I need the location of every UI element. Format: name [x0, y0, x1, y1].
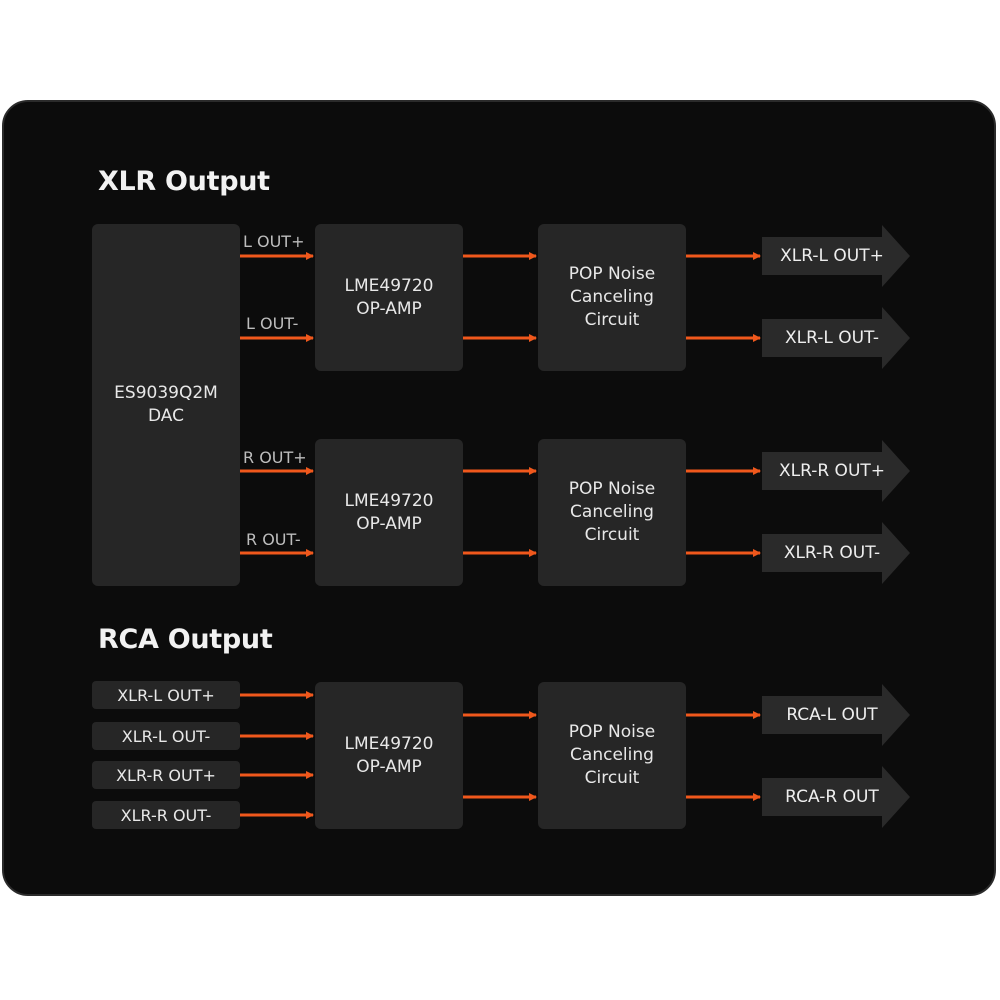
pop-block-rca: POP Noise Canceling Circuit [538, 682, 686, 829]
output-label: XLR-L OUT+ [780, 246, 884, 266]
rca-output-title: RCA Output [98, 624, 273, 655]
dac-block: ES9039Q2M DAC [92, 224, 240, 586]
output-label: RCA-L OUT [786, 705, 878, 725]
pop-block-right: POP Noise Canceling Circuit [538, 439, 686, 586]
output-label: XLR-R OUT+ [778, 461, 886, 481]
output-label: XLR-L OUT- [784, 328, 880, 348]
signal-label: R OUT+ [243, 448, 307, 467]
rca-input: XLR-L OUT+ [92, 681, 240, 709]
opamp-block-left: LME49720 OP-AMP [315, 224, 463, 371]
rca-input: XLR-L OUT- [92, 722, 240, 750]
output-label: XLR-R OUT- [783, 543, 881, 563]
signal-label: R OUT- [246, 530, 301, 549]
output-label: RCA-R OUT [785, 787, 879, 807]
signal-label: L OUT+ [243, 232, 305, 251]
opamp-block-rca: LME49720 OP-AMP [315, 682, 463, 829]
opamp-block-right: LME49720 OP-AMP [315, 439, 463, 586]
rca-input: XLR-R OUT- [92, 801, 240, 829]
signal-label: L OUT- [246, 314, 299, 333]
rca-input: XLR-R OUT+ [92, 761, 240, 789]
pop-block-left: POP Noise Canceling Circuit [538, 224, 686, 371]
xlr-output-title: XLR Output [98, 166, 270, 197]
